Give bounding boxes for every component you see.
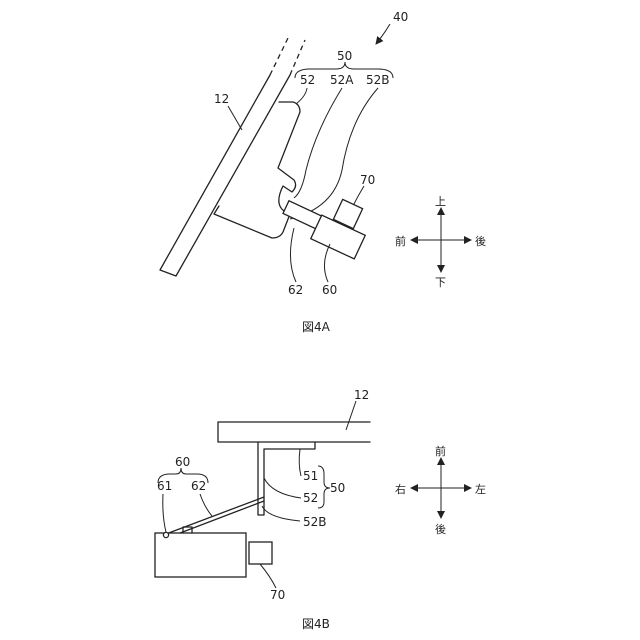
leader-61 xyxy=(163,494,166,532)
label-52a: 52A xyxy=(330,73,354,87)
label-60-b: 60 xyxy=(175,455,190,469)
leader-12-b xyxy=(346,401,356,430)
leader-62 xyxy=(290,228,296,282)
figure-4a: 40 12 50 52 52A 52B 62 60 70 xyxy=(160,10,486,334)
label-51: 51 xyxy=(303,469,318,483)
label-50-b: 50 xyxy=(330,481,345,495)
caption-4b: 図4B xyxy=(302,617,330,631)
label-52b: 52B xyxy=(366,73,390,87)
leader-70 xyxy=(354,186,364,204)
caption-4a: 図4A xyxy=(302,320,331,334)
dir-rear-b: 後 xyxy=(435,522,446,536)
dir-right-b: 右 xyxy=(395,482,406,496)
leader-52b xyxy=(290,88,378,219)
leader-12 xyxy=(228,106,242,130)
leader-52-b xyxy=(264,478,301,498)
label-52: 52 xyxy=(300,73,315,87)
rod-62 xyxy=(166,497,264,538)
dir-down: 下 xyxy=(435,276,446,289)
bracket-52 xyxy=(214,102,300,238)
direction-cross-a xyxy=(411,208,471,272)
part-70-b xyxy=(249,542,272,564)
label-60: 60 xyxy=(322,283,337,297)
leader-70-b xyxy=(260,564,276,588)
dir-up: 上 xyxy=(435,195,446,208)
label-40: 40 xyxy=(393,10,408,24)
label-62: 62 xyxy=(288,283,303,297)
label-61: 61 xyxy=(157,479,172,493)
direction-cross-b xyxy=(411,458,471,518)
label-50: 50 xyxy=(337,49,352,63)
label-52-b: 52 xyxy=(303,491,318,505)
dir-left-b: 左 xyxy=(475,483,486,496)
leader-51 xyxy=(299,449,301,476)
label-12: 12 xyxy=(214,92,229,106)
leader-52a xyxy=(294,88,342,198)
label-70: 70 xyxy=(360,173,375,187)
label-62-b: 62 xyxy=(191,479,206,493)
label-70-b: 70 xyxy=(270,588,285,602)
figure-4b: 12 51 52 52B 50 60 61 62 70 xyxy=(155,388,486,631)
dir-front: 前 xyxy=(395,234,406,248)
ref-40-pointer xyxy=(376,24,390,44)
dir-front-b: 前 xyxy=(435,444,446,458)
dir-rear: 後 xyxy=(475,234,486,248)
leader-52 xyxy=(296,88,307,104)
label-52b-b: 52B xyxy=(303,515,327,529)
leader-60 xyxy=(324,244,330,282)
part-60-b xyxy=(155,533,246,577)
pivot-61 xyxy=(163,532,168,537)
brace-50-b xyxy=(318,466,330,508)
label-12-b: 12 xyxy=(354,388,369,402)
leader-52b-b xyxy=(262,506,300,521)
leader-62-b xyxy=(200,494,212,516)
